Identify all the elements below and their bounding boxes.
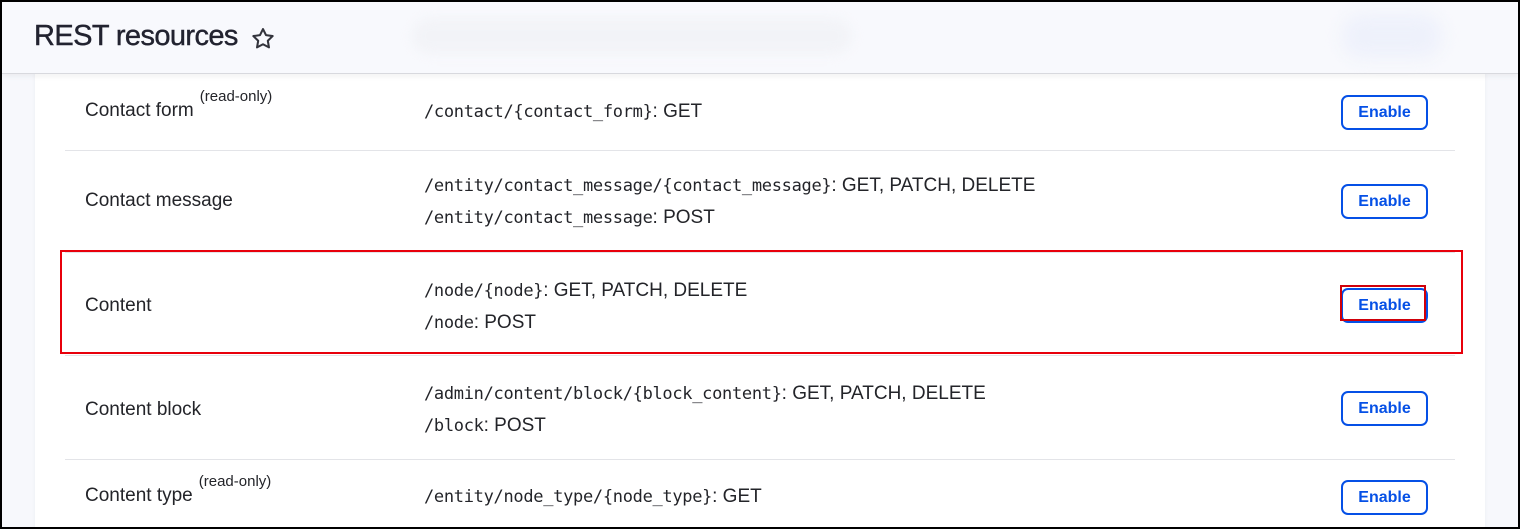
blurred-header-button	[1342, 14, 1442, 58]
resource-paths: /admin/content/block/{block_content}: GE…	[424, 378, 986, 442]
table-row-content: Content /node/{node}: GET, PATCH, DELETE…	[65, 253, 1455, 356]
path-line: /contact/{contact_form}: GET	[424, 96, 702, 128]
resource-name: Contact message	[85, 190, 233, 211]
table-row: Content block /admin/content/block/{bloc…	[65, 356, 1455, 460]
path-line: /entity/contact_message: POST	[424, 202, 1035, 234]
read-only-tag: (read-only)	[199, 88, 273, 105]
path: /contact/{contact_form}	[424, 102, 653, 122]
path: /block	[424, 416, 484, 436]
table-row: Contact message /entity/contact_message/…	[65, 151, 1455, 253]
resources-card: Contact form(read-only) /contact/{contac…	[35, 62, 1485, 527]
resources-table: Contact form(read-only) /contact/{contac…	[65, 74, 1455, 527]
methods: : GET	[652, 101, 703, 122]
methods: : GET, PATCH, DELETE	[831, 175, 1036, 196]
enable-button-content-block[interactable]: Enable	[1341, 391, 1428, 426]
resource-paths: /entity/node_type/{node_type}: GET	[424, 481, 762, 513]
resource-paths: /contact/{contact_form}: GET	[424, 96, 702, 128]
path: /entity/contact_message/{contact_message…	[424, 176, 832, 196]
enable-button-content[interactable]: Enable	[1341, 288, 1428, 323]
table-row: Contact form(read-only) /contact/{contac…	[65, 74, 1455, 151]
methods: : POST	[473, 312, 536, 333]
path: /node	[424, 313, 474, 333]
star-icon[interactable]	[250, 26, 276, 52]
path: /node/{node}	[424, 281, 544, 301]
path: /entity/contact_message	[424, 208, 653, 228]
path-line: /entity/node_type/{node_type}: GET	[424, 481, 762, 513]
path-line: /node: POST	[424, 307, 747, 339]
read-only-tag: (read-only)	[198, 473, 272, 490]
path-line: /node/{node}: GET, PATCH, DELETE	[424, 275, 747, 307]
enable-button-content-type[interactable]: Enable	[1341, 480, 1428, 515]
enable-button-contact-form[interactable]: Enable	[1341, 95, 1428, 130]
path: /entity/node_type/{node_type}	[424, 487, 713, 507]
page-header: REST resources	[2, 2, 1518, 74]
resource-name: Contact form(read-only)	[85, 88, 273, 121]
resource-paths: /node/{node}: GET, PATCH, DELETE /node: …	[424, 275, 747, 339]
enable-button-contact-message[interactable]: Enable	[1341, 184, 1428, 219]
blurred-header-region	[412, 18, 852, 54]
path-line: /entity/contact_message/{contact_message…	[424, 170, 1035, 202]
methods: : POST	[483, 415, 546, 436]
table-row: Content type(read-only) /entity/node_typ…	[65, 460, 1455, 527]
methods: : GET	[712, 486, 762, 507]
resource-paths: /entity/contact_message/{contact_message…	[424, 170, 1035, 234]
methods: : GET, PATCH, DELETE	[781, 383, 986, 404]
page-title: REST resources	[34, 20, 239, 52]
resource-name: Content	[85, 295, 152, 316]
methods: : POST	[652, 207, 715, 228]
methods: : GET, PATCH, DELETE	[543, 280, 748, 301]
resource-name: Content type(read-only)	[85, 473, 272, 506]
path: /admin/content/block/{block_content}	[424, 384, 782, 404]
path-line: /admin/content/block/{block_content}: GE…	[424, 378, 986, 410]
resource-name: Content block	[85, 399, 202, 420]
path-line: /block: POST	[424, 410, 986, 442]
